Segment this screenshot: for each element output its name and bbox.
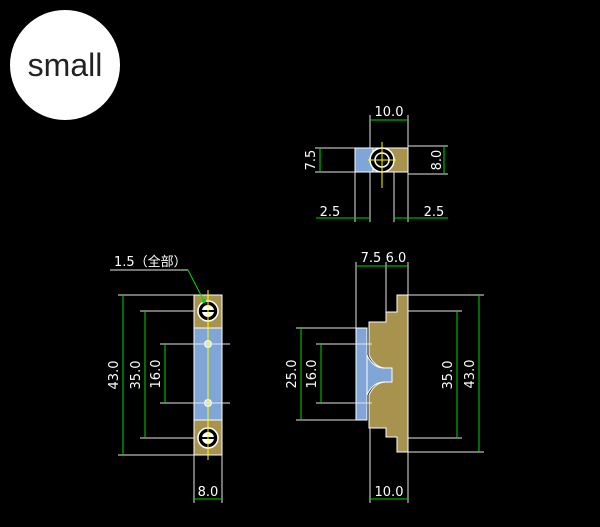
size-badge-label: small (27, 46, 103, 83)
top-view: 10.0 7.5 8.0 2.5 2.5 (304, 105, 448, 222)
top-width-label: 10.0 (375, 105, 404, 120)
top-height-right-label: 8.0 (430, 150, 445, 171)
front-total-label: 43.0 (107, 361, 122, 390)
side-view-insert (355, 327, 368, 421)
side-left-outer-label: 25.0 (285, 360, 300, 389)
front-pitch-label: 35.0 (129, 361, 144, 390)
side-right-pitch-label: 35.0 (441, 361, 456, 390)
front-view: 1.5（全部） 43.0 35.0 16.0 8.0 (107, 254, 230, 503)
side-top-right-label: 6.0 (386, 251, 407, 266)
top-gap-left-label: 2.5 (320, 205, 341, 220)
top-height-left-label: 7.5 (304, 150, 319, 171)
front-note-label: 1.5（全部） (114, 254, 187, 270)
front-inner-label: 16.0 (149, 360, 164, 389)
side-right-total-label: 43.0 (463, 360, 478, 389)
side-view: 7.5 6.0 25.0 16.0 35.0 43.0 10.0 (285, 251, 484, 503)
side-top-left-label: 7.5 (361, 251, 382, 266)
front-width-label: 8.0 (198, 485, 219, 500)
top-gap-right-label: 2.5 (424, 205, 445, 220)
size-badge: small (10, 10, 120, 120)
side-left-inner-label: 16.0 (305, 360, 320, 389)
side-view-latch (366, 354, 393, 396)
side-base-label: 10.0 (375, 485, 404, 500)
